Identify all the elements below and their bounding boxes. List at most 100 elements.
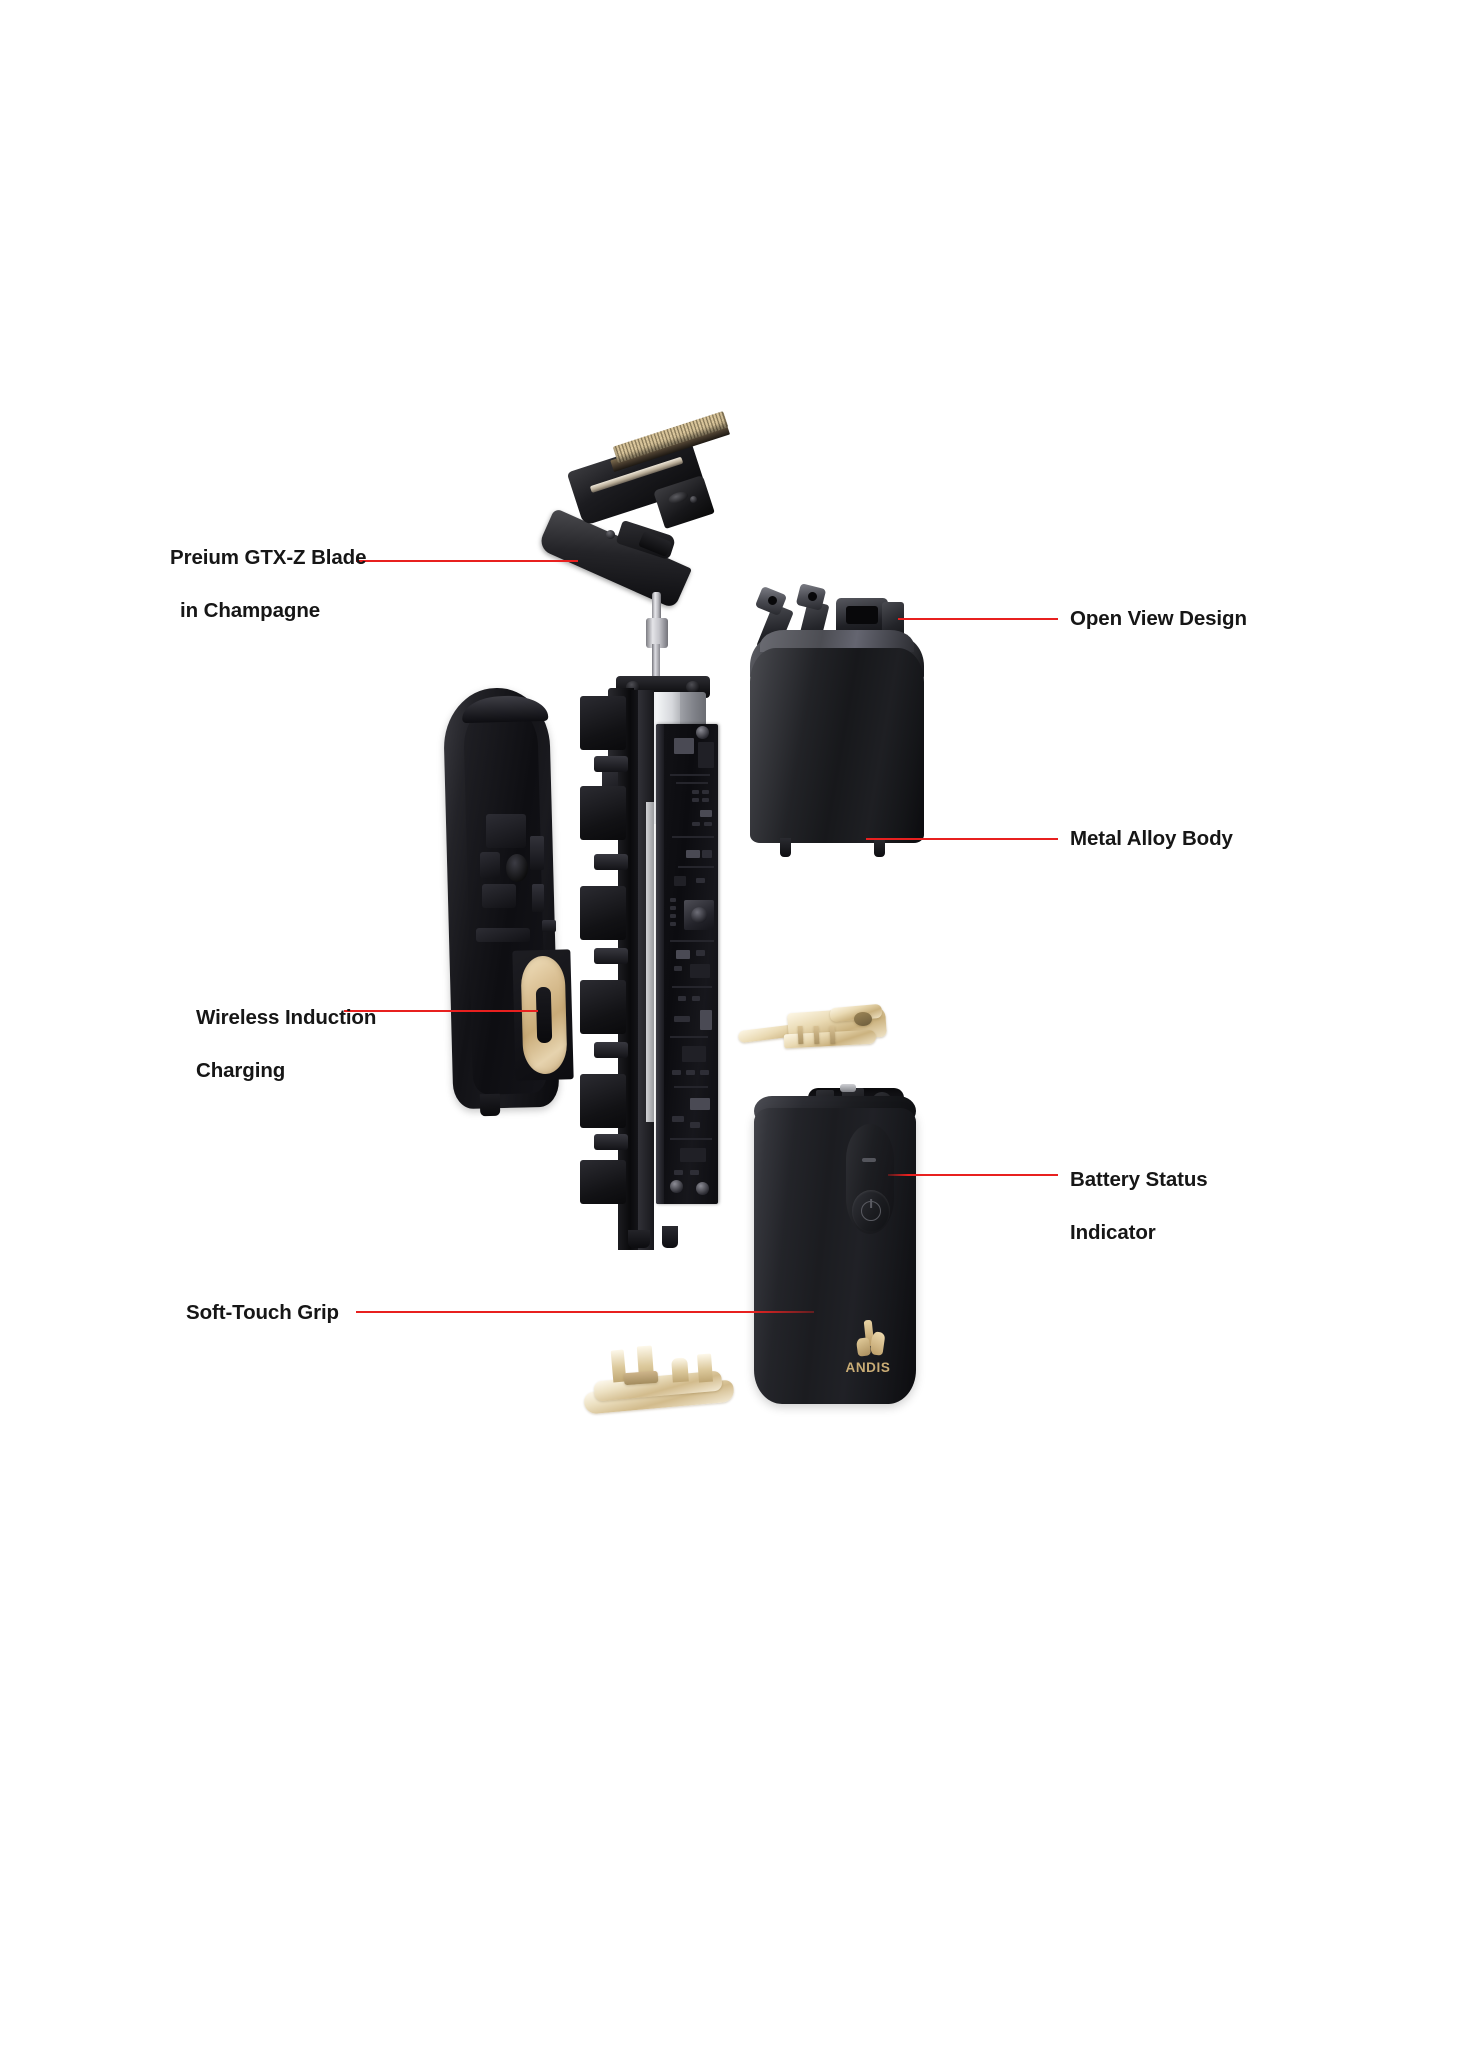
callout-line-2: Charging (196, 1058, 286, 1082)
printed-circuit-board (656, 724, 718, 1204)
chassis-clip-3 (594, 948, 628, 964)
open-view-design-callout: Open View Design (1070, 607, 1247, 630)
leader-line-metal-body (866, 838, 1058, 841)
callout-line-1: Wireless Induction (196, 1005, 377, 1029)
premium-gtx-z-blade-part (537, 410, 760, 610)
pcb-component (674, 876, 686, 886)
pcb-component (692, 790, 699, 794)
chassis-wing-4 (580, 980, 626, 1034)
callout-line-2: in Champagne (180, 598, 321, 622)
andis-logo: ANDIS (840, 1319, 896, 1376)
andis-logo-mark (854, 1319, 886, 1357)
body-bevel-crown (760, 630, 914, 652)
soft-touch-grip-callout: Soft-Touch Grip (186, 1301, 339, 1324)
pcb-component (670, 922, 676, 926)
metal-alloy-body-part (742, 583, 962, 857)
pcb-component (670, 898, 676, 902)
pcb-component (700, 1070, 709, 1075)
pcb-component (690, 1170, 699, 1175)
pcb-component (674, 1170, 683, 1175)
pcb-component (696, 878, 705, 883)
pcb-component (690, 964, 710, 978)
callout-line-1: Preium GTX-Z Blade (170, 545, 367, 569)
power-icon (861, 1201, 881, 1221)
champagne-chassis-bracket-part (737, 998, 918, 1058)
chassis-wing-3 (580, 886, 626, 940)
chassis-clip-4 (594, 1042, 628, 1058)
gold-cap-recess (623, 1370, 659, 1386)
chassis-light-strip (646, 802, 654, 1122)
pcb-component (682, 1046, 706, 1062)
pcb-screw-top (696, 726, 709, 739)
motor-eccentric-collar (646, 618, 668, 648)
pcb-trace (678, 866, 714, 868)
cover-boss-upper (486, 814, 526, 848)
chassis-wing-5 (580, 1074, 626, 1128)
cover-tab-upper (530, 836, 544, 870)
chassis-clip-5 (594, 1134, 628, 1150)
pcb-trace (672, 836, 714, 838)
pcb-edge (656, 724, 664, 1204)
pcb-component (670, 906, 676, 910)
chassis-and-pcb-part (580, 690, 730, 1250)
body-main-shell (750, 648, 924, 843)
chassis-wing-1 (580, 696, 626, 750)
chassis-clip-2 (594, 854, 628, 870)
pcb-component (674, 738, 694, 754)
pcb-component (670, 914, 676, 918)
callout-line-1: Battery Status (1070, 1167, 1208, 1191)
pcb-trace (670, 1036, 708, 1038)
cover-boss-lower (482, 884, 516, 908)
pcb-component (704, 822, 712, 826)
gold-bracket-hole (854, 1012, 872, 1026)
pcb-component (690, 1098, 710, 1110)
pcb-trace (674, 1086, 708, 1088)
metal-alloy-body-callout: Metal Alloy Body (1070, 827, 1233, 850)
pcb-screw-bottom-right (696, 1182, 709, 1195)
chassis-foot-left (628, 1230, 650, 1248)
pcb-component (702, 790, 709, 794)
pcb-component (674, 966, 682, 971)
pcb-component (678, 996, 686, 1001)
pcb-component (702, 850, 712, 858)
gold-cap-post-4 (697, 1353, 713, 1383)
motor-drive-shaft (652, 644, 660, 686)
leader-line-grip (356, 1311, 814, 1314)
premium-blade-callout: Preium GTX-Z Blade in Champagne (170, 518, 430, 651)
leader-line-blade (356, 560, 578, 563)
cover-boss-mid (480, 852, 500, 878)
cover-bottom-stem (479, 1093, 501, 1117)
motor-shaft-tip (652, 592, 661, 622)
pcb-component (680, 1148, 706, 1162)
pcb-component (698, 742, 714, 768)
pcb-component (700, 1010, 712, 1030)
soft-touch-grip-part: ANDIS (736, 1072, 936, 1412)
pcb-main-ic (684, 900, 714, 930)
pcb-component (676, 950, 690, 959)
pcb-trace (670, 774, 710, 776)
cover-screw-hole (506, 854, 528, 882)
gold-bracket-rib-2 (813, 1025, 820, 1045)
andis-wordmark: ANDIS (845, 1360, 891, 1375)
chassis-wing-6 (580, 1160, 626, 1204)
wireless-induction-coil (520, 955, 568, 1075)
grip-contact-right (840, 1084, 856, 1092)
cover-rib (476, 928, 530, 942)
pcb-component (672, 1116, 684, 1122)
pcb-trace (672, 986, 712, 988)
pcb-component (696, 950, 705, 956)
rear-housing-cover-part (438, 686, 608, 1118)
chassis-clip-1 (594, 756, 628, 772)
gold-bracket-rib-1 (797, 1025, 804, 1045)
body-pin-left (780, 838, 791, 857)
cover-tab-lower (532, 884, 544, 912)
logo-blade-bottom (855, 1337, 872, 1357)
pcb-trace (676, 782, 708, 784)
power-button[interactable] (852, 1190, 890, 1232)
callout-line-2: Indicator (1070, 1220, 1156, 1244)
pcb-component (672, 1070, 681, 1075)
pcb-component (674, 1016, 690, 1022)
pcb-component (702, 798, 709, 802)
gold-cap-post-3 (671, 1357, 689, 1383)
